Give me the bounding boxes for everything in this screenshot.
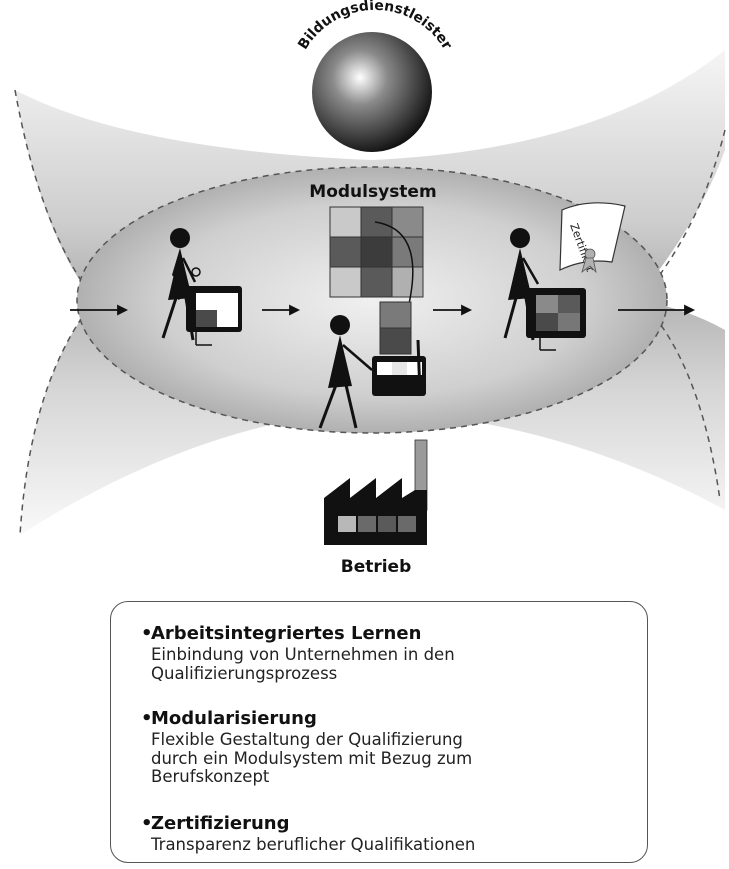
board-left bbox=[186, 286, 242, 346]
learner-right bbox=[503, 228, 540, 341]
legend-description: Flexible Gestaltung der Qualifizierung d… bbox=[151, 730, 473, 786]
legend-item-work-integrated-learning: • Arbeitsintegriertes Lernen Einbindung … bbox=[141, 623, 455, 683]
company-label: Betrieb bbox=[341, 557, 412, 577]
bullet-icon: • bbox=[141, 813, 153, 834]
learner-middle bbox=[318, 315, 373, 429]
legend-heading: Arbeitsintegriertes Lernen bbox=[151, 623, 422, 644]
qualification-diagram: Bildungsdienstleister Modulsystem bbox=[14, 0, 726, 577]
provider-sphere bbox=[312, 32, 432, 152]
legend-description: Transparenz beruflicher Qualifikationen bbox=[151, 835, 476, 854]
legend-box: • Arbeitsintegriertes Lernen Einbindung … bbox=[110, 601, 648, 863]
certificate: Zertifikat bbox=[559, 202, 626, 274]
legend-item-certification: • Zertifizierung Transparenz beruflicher… bbox=[141, 813, 476, 855]
module-system-label: Modulsystem bbox=[309, 182, 436, 202]
legend-item-modularization: • Modularisierung Flexible Gestaltung de… bbox=[141, 708, 473, 787]
module-grid bbox=[329, 206, 424, 298]
board-right bbox=[526, 288, 586, 351]
module-stack bbox=[379, 301, 412, 355]
bullet-icon: • bbox=[141, 708, 153, 729]
module-transfer-arrow bbox=[374, 221, 414, 321]
legend-description: Einbindung von Unternehmen in den Qualif… bbox=[151, 645, 455, 683]
factory bbox=[324, 439, 428, 545]
bullet-icon: • bbox=[141, 623, 153, 644]
legend-heading: Zertifizierung bbox=[151, 813, 290, 834]
cart-middle bbox=[372, 339, 426, 396]
flow-arrows bbox=[70, 304, 696, 316]
legend-heading: Modularisierung bbox=[151, 708, 317, 729]
